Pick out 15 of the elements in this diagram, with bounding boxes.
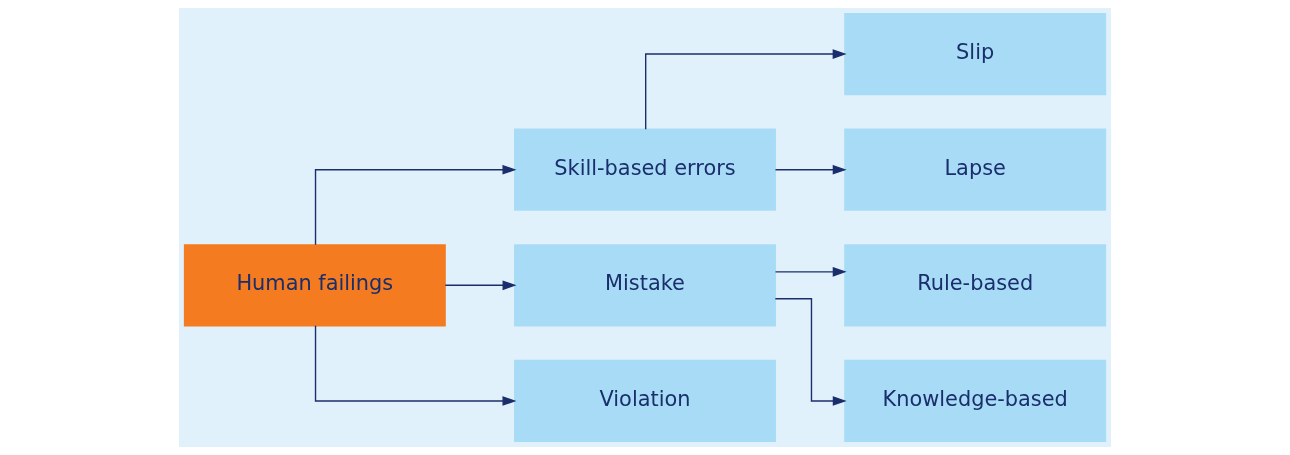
node-box: Lapse (844, 128, 1107, 211)
node-box: Skill-based errors (514, 128, 776, 211)
node-box: Human failings (183, 244, 446, 327)
arrow (444, 280, 517, 291)
node-box: Rule-based (844, 244, 1107, 327)
arrow (314, 325, 517, 406)
node-box: Mistake (514, 244, 776, 327)
arrow (314, 164, 517, 246)
node-box: Knowledge-based (844, 359, 1107, 443)
arrow (774, 298, 847, 406)
arrow (645, 49, 847, 130)
arrow (774, 266, 847, 277)
node-box: Slip (844, 12, 1107, 96)
arrow (774, 164, 847, 175)
node-box: Violation (514, 359, 776, 443)
